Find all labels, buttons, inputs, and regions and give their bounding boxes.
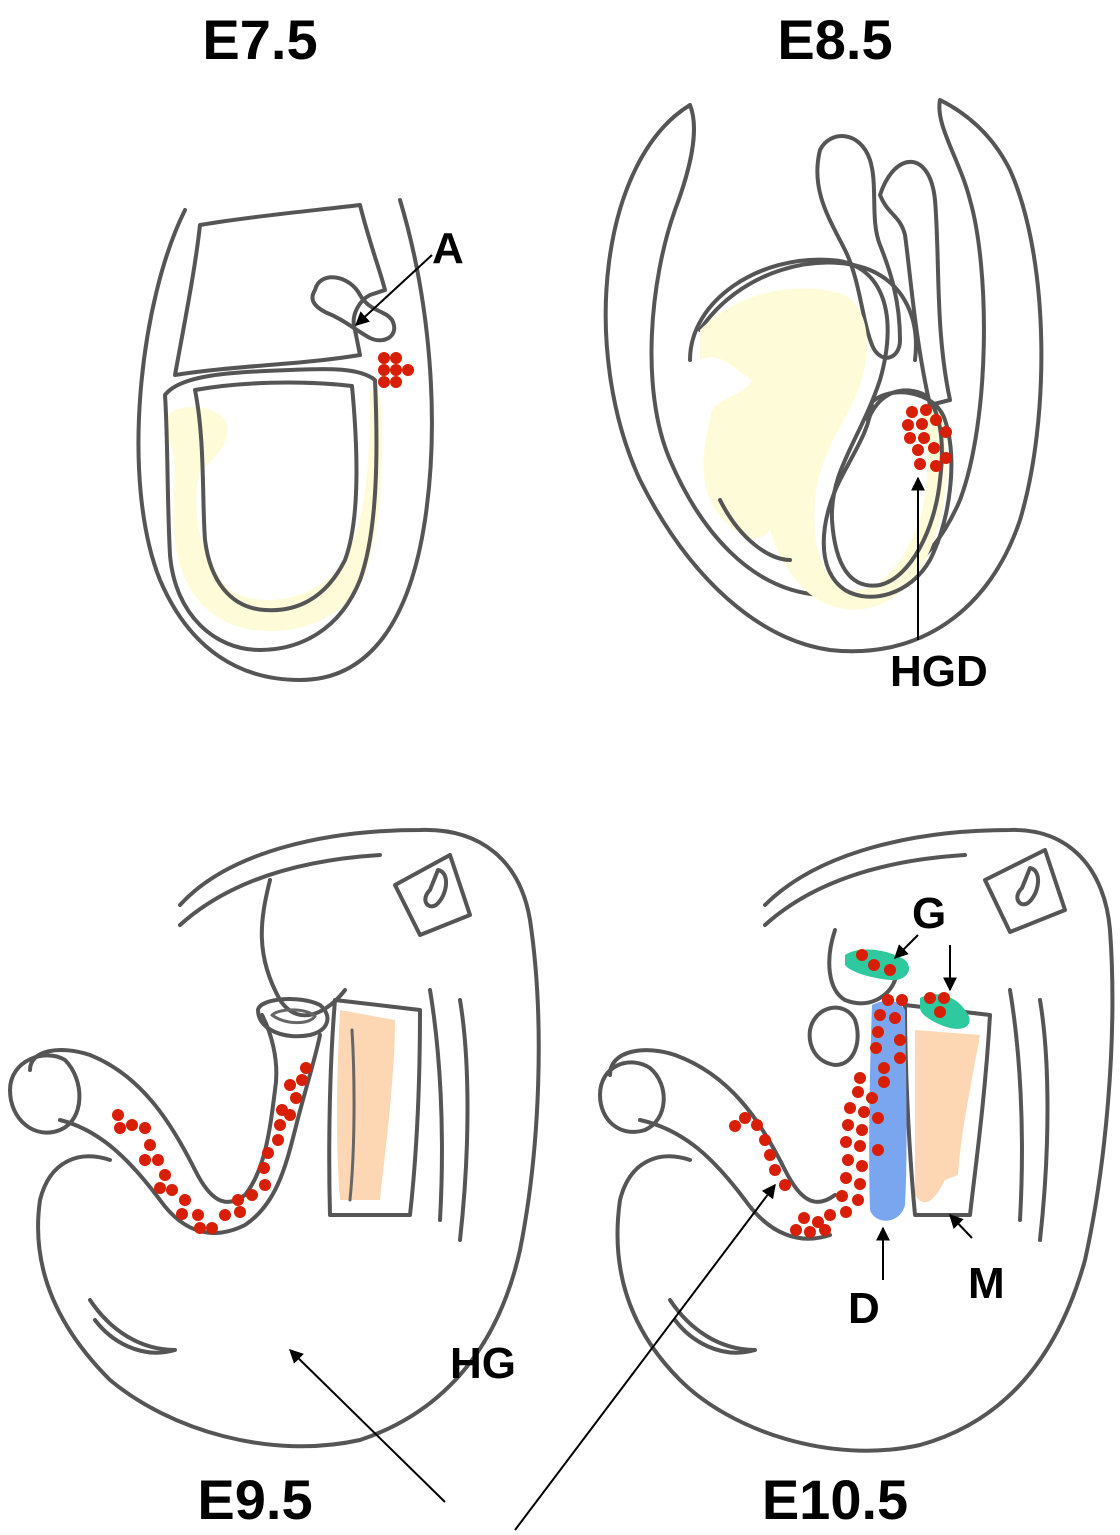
e105-hindgut-tube-outer	[610, 1050, 835, 1202]
e95-foregut-pocket	[262, 880, 345, 1015]
e105-loop-ring	[810, 1008, 858, 1065]
e75-endoderm	[165, 390, 382, 631]
e95-head-fold	[180, 855, 380, 925]
e105-mesoderm-block	[915, 1030, 980, 1202]
label-hgd: HGD	[890, 648, 988, 696]
embryo-e10-5	[600, 830, 1112, 1451]
e75-cell-cluster	[378, 352, 414, 388]
arrow-hg-e9-5	[290, 1350, 445, 1502]
e105-hindgut-opening	[600, 1062, 664, 1132]
e105-otic-inner	[1017, 868, 1038, 904]
embryo-e7-5	[138, 200, 431, 680]
arrow-hg-e10-5	[515, 1185, 775, 1530]
e95-otic	[395, 855, 470, 935]
e95-tail	[90, 1300, 175, 1353]
e95-hindgut-end-ring	[258, 999, 327, 1036]
e95-neural-tube	[430, 990, 468, 1240]
embryo-e8-5	[606, 100, 1042, 651]
e105-body-outline	[618, 830, 1113, 1451]
e105-otic	[985, 850, 1065, 932]
arrow-m	[950, 1215, 972, 1238]
e95-mesoderm-block	[337, 1010, 395, 1200]
label-g: G	[912, 890, 946, 938]
label-d: D	[848, 1285, 880, 1333]
label-m: M	[968, 1260, 1005, 1308]
e105-neural-tube	[1010, 990, 1048, 1240]
e95-otic-inner	[425, 870, 446, 906]
e95-hindgut-tube-outer	[30, 1015, 276, 1202]
label-a: A	[432, 225, 464, 273]
e75-amniotic-cavity	[175, 205, 385, 375]
arrow-g	[895, 935, 918, 958]
label-hg: HG	[450, 1340, 516, 1388]
